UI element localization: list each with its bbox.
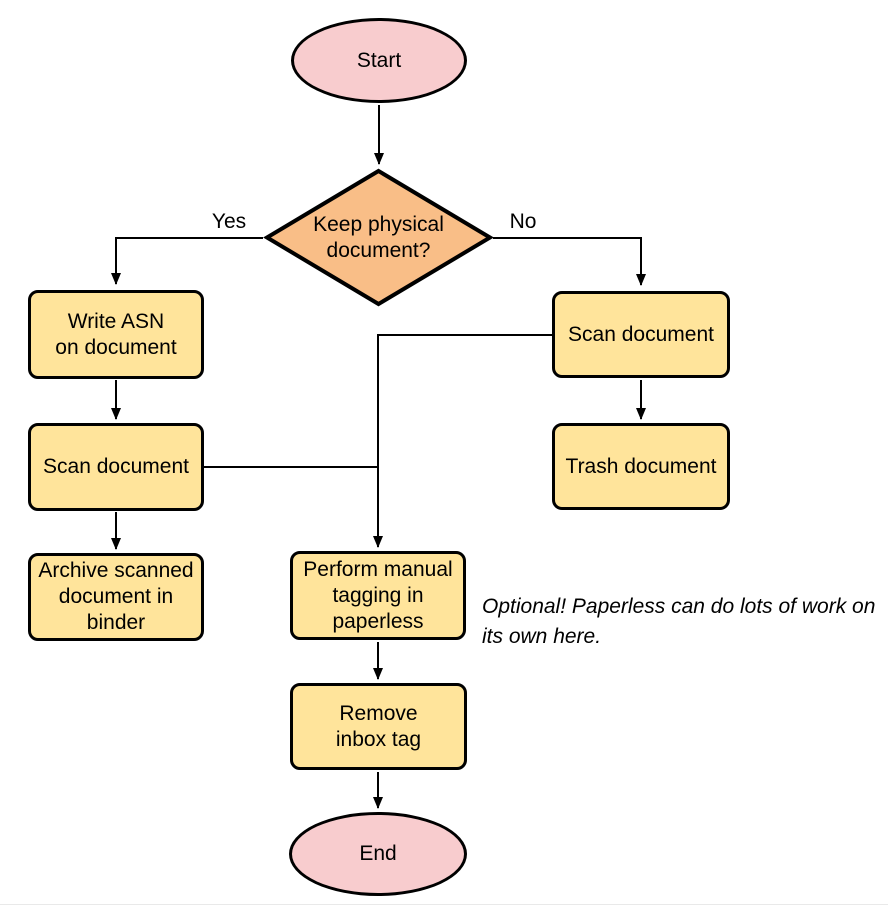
node-manual-tagging: Perform manual tagging in paperless bbox=[290, 551, 466, 640]
node-scan-document-right-label: Scan document bbox=[568, 322, 714, 346]
node-manual-tagging-label: Perform manual tagging in paperless bbox=[303, 557, 453, 633]
node-archive-binder: Archive scanned document in binder bbox=[28, 553, 204, 641]
node-trash-document-label: Trash document bbox=[565, 454, 717, 478]
node-archive-binder-label: Archive scanned document in binder bbox=[38, 559, 194, 634]
node-remove-inbox-tag-label: Remove inbox tag bbox=[335, 701, 422, 751]
node-write-asn-label: Write ASN on document bbox=[55, 309, 177, 359]
node-start-label: Start bbox=[356, 48, 402, 72]
bottom-divider bbox=[0, 904, 888, 905]
node-trash-document: Trash document bbox=[552, 423, 730, 510]
edge-yes-to-write-asn bbox=[111, 237, 263, 285]
node-end: End bbox=[289, 812, 467, 896]
node-scan-document-right: Scan document bbox=[552, 291, 730, 378]
node-start: Start bbox=[291, 18, 467, 103]
node-decision: Keep physical document? bbox=[263, 167, 494, 308]
edge-scan-right-to-tagging bbox=[373, 334, 552, 548]
node-scan-document-left-label: Scan document bbox=[43, 455, 189, 478]
node-remove-inbox-tag: Remove inbox tag bbox=[290, 683, 467, 770]
node-end-label: End bbox=[359, 842, 397, 865]
node-scan-document-left: Scan document bbox=[28, 423, 204, 511]
node-decision-label: Keep physical document? bbox=[313, 212, 444, 262]
edge-no-to-scan-right bbox=[493, 237, 646, 286]
decision-diamond-shape bbox=[263, 168, 494, 307]
edge-label-yes: Yes bbox=[211, 210, 247, 233]
annotation-optional-note: Optional! Paperless can do lots of work … bbox=[482, 595, 876, 648]
node-write-asn: Write ASN on document bbox=[28, 290, 204, 379]
edge-label-no: No bbox=[509, 210, 537, 233]
